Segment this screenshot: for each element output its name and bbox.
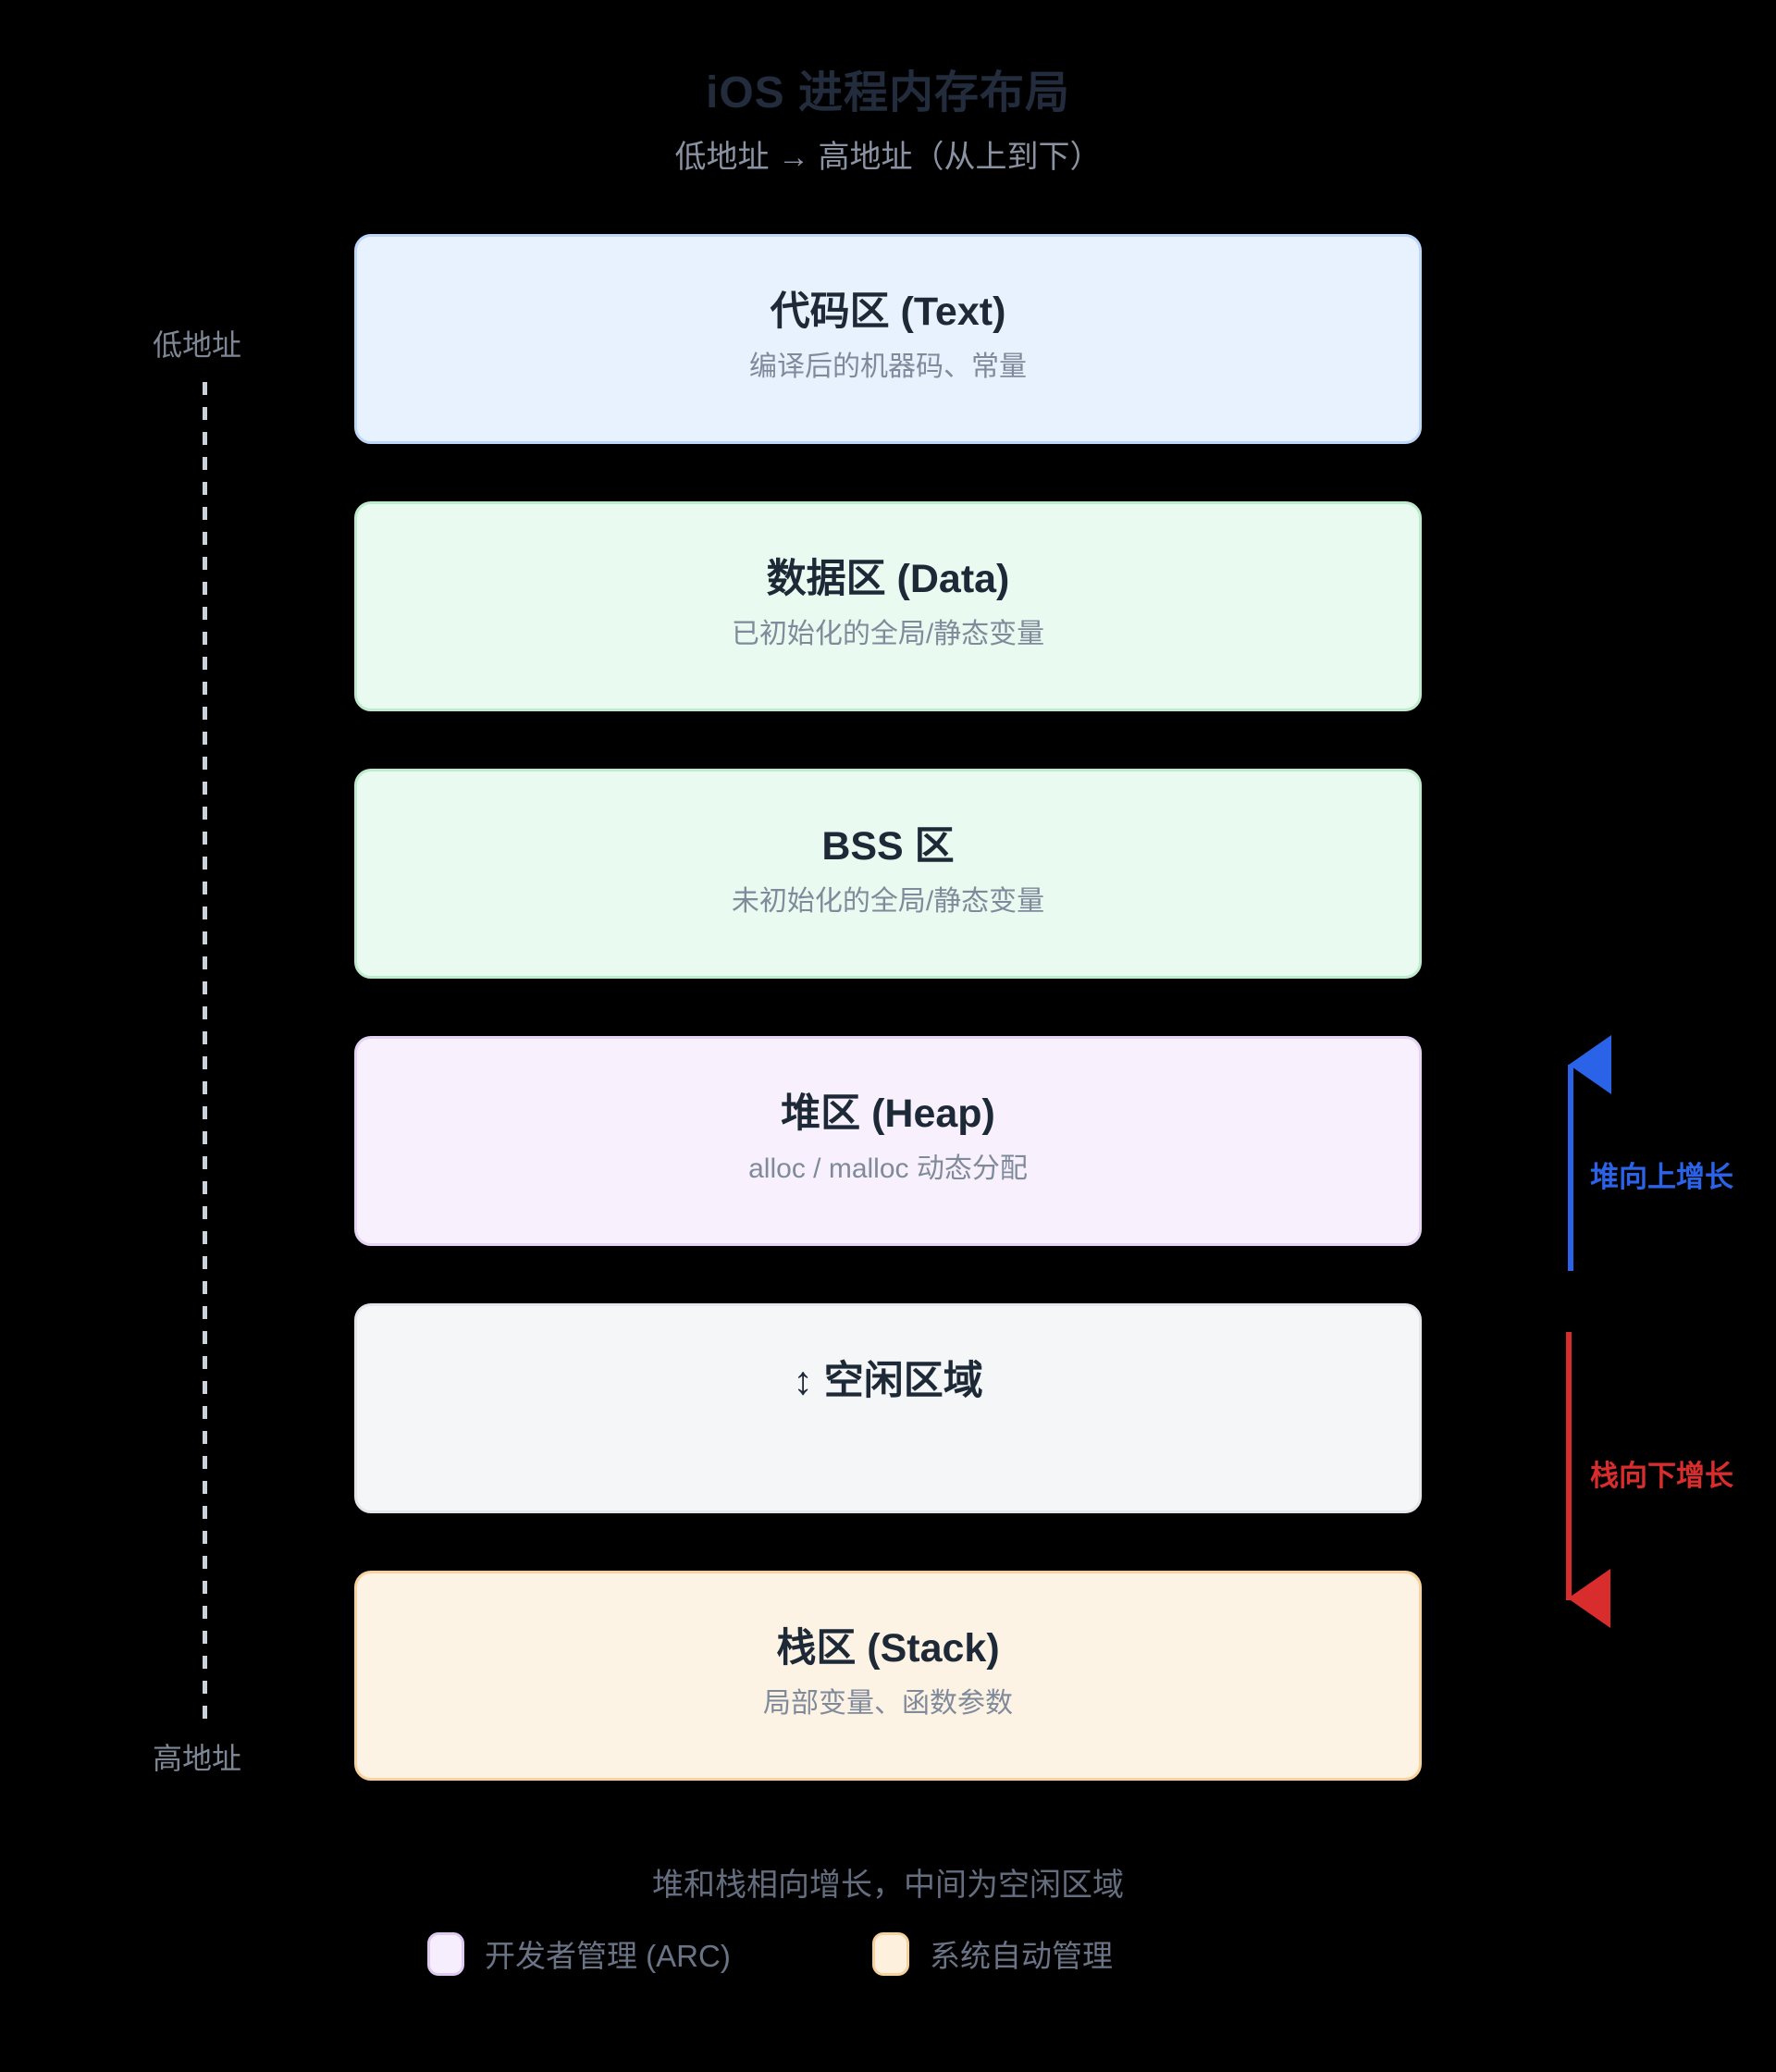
- legend-swatch-purple: [427, 1931, 464, 1976]
- page-title: iOS 进程内存布局: [705, 68, 1071, 117]
- arrowhead-up-icon: [1569, 1035, 1611, 1094]
- memory-block-data: 数据区 (Data) 已初始化的全局/静态变量: [354, 501, 1422, 711]
- axis-label-low-address: 低地址: [153, 328, 242, 362]
- memory-block-title: 栈区 (Stack): [776, 1626, 1000, 1671]
- memory-block-subtitle: alloc / malloc 动态分配: [748, 1153, 1028, 1184]
- legend-label: 开发者管理 (ARC): [485, 1939, 731, 1973]
- memory-block-title: 堆区 (Heap): [781, 1092, 995, 1136]
- legend-swatch-orange: [872, 1931, 909, 1976]
- heap-growth-arrow-line: [1568, 1065, 1573, 1271]
- memory-block-title: 数据区 (Data): [766, 557, 1010, 601]
- memory-block-title: BSS 区: [821, 824, 955, 869]
- memory-block-subtitle: 编译后的机器码、常量: [749, 352, 1027, 382]
- memory-block-text: 代码区 (Text) 编译后的机器码、常量: [354, 234, 1422, 444]
- stack-growth-label: 栈向下增长: [1590, 1460, 1733, 1492]
- memory-block-stack-region: 栈区 (Stack) 局部变量、函数参数: [354, 1571, 1422, 1781]
- memory-block-heap: 堆区 (Heap) alloc / malloc 动态分配: [354, 1036, 1422, 1246]
- page-subtitle: 低地址 → 高地址（从上到下）: [674, 140, 1102, 175]
- memory-block-subtitle: 已初始化的全局/静态变量: [731, 619, 1045, 649]
- legend-item-developer-managed: 开发者管理 (ARC): [427, 1931, 731, 1976]
- arrowhead-down-icon: [1568, 1569, 1610, 1628]
- legend-item-system-managed: 系统自动管理: [872, 1931, 1113, 1976]
- axis-label-high-address: 高地址: [153, 1742, 242, 1775]
- memory-block-subtitle: 未初始化的全局/静态变量: [731, 886, 1045, 917]
- footer-note: 堆和栈相向增长，中间为空闲区域: [652, 1868, 1124, 1903]
- legend-label: 系统自动管理: [930, 1939, 1113, 1973]
- memory-block-free-area: ↕ 空闲区域: [354, 1303, 1422, 1513]
- address-axis-dashed-line: [203, 382, 207, 1720]
- memory-block-title: 代码区 (Text): [770, 290, 1006, 334]
- memory-block-bss: BSS 区 未初始化的全局/静态变量: [354, 769, 1422, 979]
- memory-block-title: ↕ 空闲区域: [793, 1359, 983, 1403]
- heap-growth-label: 堆向上增长: [1590, 1161, 1733, 1193]
- memory-blocks-stack: 代码区 (Text) 编译后的机器码、常量 数据区 (Data) 已初始化的全局…: [354, 234, 1422, 1781]
- stack-growth-arrow-line: [1566, 1332, 1572, 1600]
- memory-block-subtitle: 局部变量、函数参数: [763, 1688, 1013, 1719]
